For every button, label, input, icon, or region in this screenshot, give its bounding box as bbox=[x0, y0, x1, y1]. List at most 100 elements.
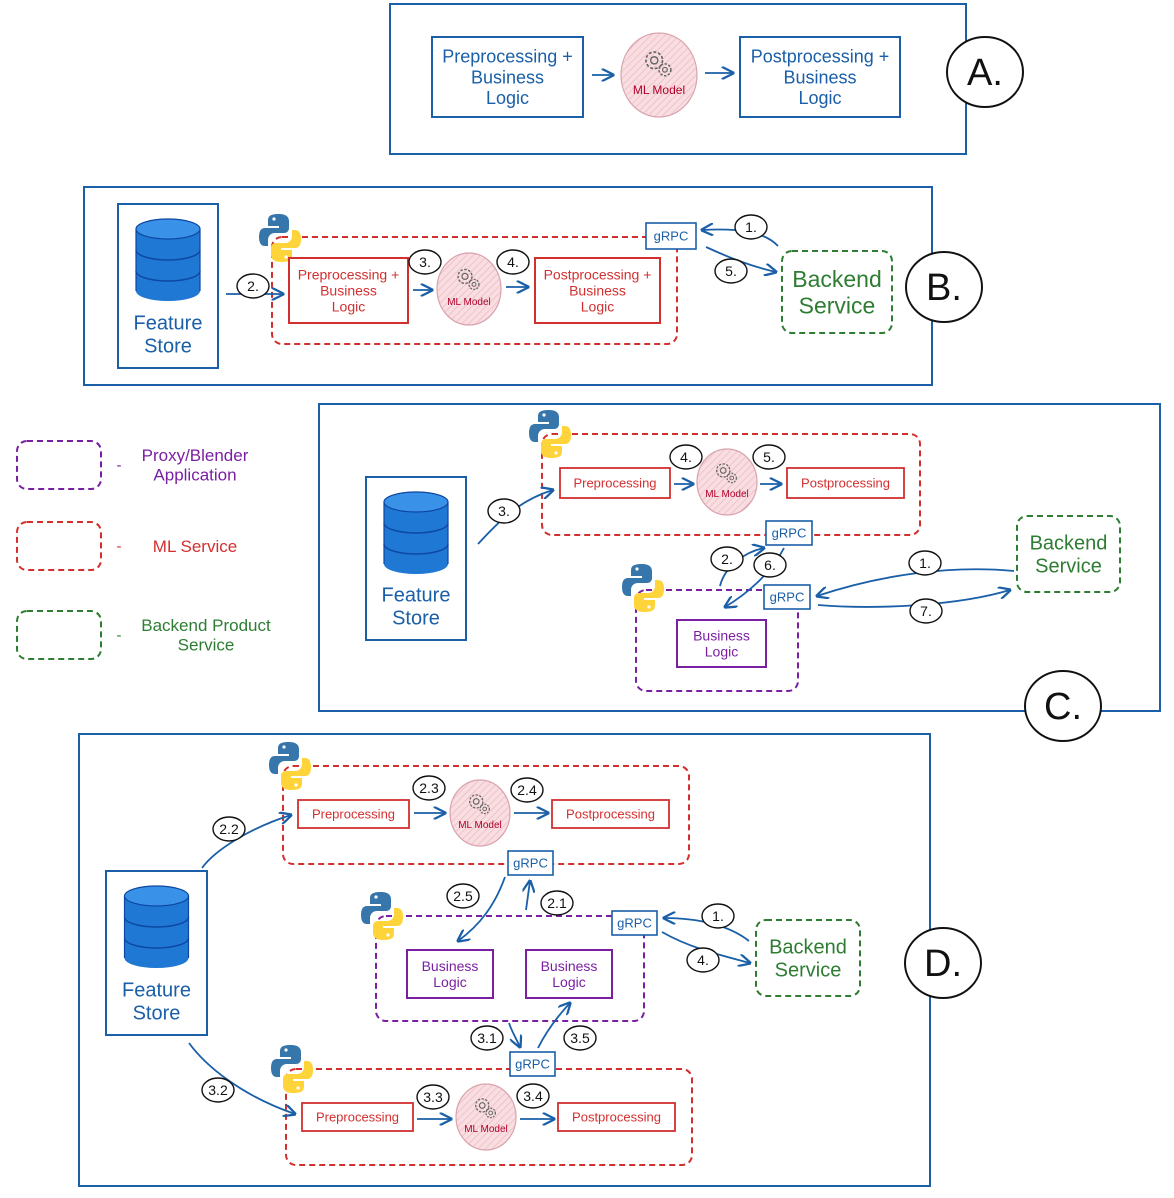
ml-model-circle bbox=[696, 448, 758, 516]
step-marker bbox=[701, 903, 735, 929]
grpc-box bbox=[611, 910, 658, 936]
grpc-label: gRPC bbox=[617, 916, 652, 931]
db-ring bbox=[383, 522, 449, 534]
step-label: 3. bbox=[498, 503, 510, 519]
step-marker bbox=[236, 273, 270, 299]
ml-model-label: ML Model bbox=[458, 820, 502, 831]
preprocessing-box bbox=[301, 1102, 414, 1132]
business-logic-box-label: Business bbox=[693, 627, 750, 643]
python-logo-icon bbox=[269, 742, 311, 790]
legend-backend-product-swatch bbox=[16, 610, 102, 660]
ml-service-container bbox=[271, 236, 678, 345]
ml-model: ML Model bbox=[620, 32, 698, 118]
panel-label-d bbox=[904, 927, 982, 999]
postprocessing-business-logic-box-label: Logic bbox=[581, 299, 614, 315]
step-marker bbox=[753, 552, 787, 578]
step-label: 3.4 bbox=[523, 1088, 543, 1104]
backend-service-label: Backend bbox=[1030, 533, 1108, 555]
step-label: 2. bbox=[247, 278, 259, 294]
preprocessing-business-logic-box bbox=[431, 36, 584, 118]
postprocessing-business-logic-box-label: Business bbox=[569, 282, 626, 298]
step-label: 2.2 bbox=[219, 821, 239, 837]
step-label: 5. bbox=[763, 449, 775, 465]
step-marker bbox=[908, 550, 942, 576]
business-logic-box-label: Business bbox=[541, 958, 598, 974]
step-label: 2. bbox=[721, 551, 733, 567]
step-label: 1. bbox=[919, 555, 931, 571]
feature-store-label: Feature bbox=[122, 980, 191, 1002]
db-ring bbox=[123, 916, 190, 928]
step-marker bbox=[714, 258, 748, 284]
preprocessing-box-label: Preprocessing bbox=[316, 1110, 399, 1125]
db-top bbox=[383, 491, 449, 513]
grpc-label: gRPC bbox=[513, 856, 548, 871]
ml-model-circle bbox=[436, 252, 502, 326]
business-logic-box bbox=[406, 949, 494, 999]
postprocessing-business-logic-box-label: Postprocessing + bbox=[751, 47, 890, 67]
backend-service-label: Backend bbox=[769, 937, 847, 959]
step-marker bbox=[540, 890, 574, 916]
ml-service-container bbox=[541, 433, 921, 536]
panel-label-c bbox=[1024, 670, 1102, 742]
preprocessing-box bbox=[297, 799, 410, 829]
legend-proxy-blender-label: Application bbox=[153, 466, 236, 485]
backend-service-label: Service bbox=[1035, 556, 1102, 578]
ml-model-label: ML Model bbox=[705, 489, 749, 500]
db-top bbox=[123, 885, 190, 907]
ml-model: ML Model bbox=[436, 252, 502, 326]
db-bottom bbox=[124, 948, 189, 968]
flow-arrow bbox=[526, 881, 530, 911]
db-bottom bbox=[136, 281, 200, 301]
preprocessing-business-logic-box-label: Business bbox=[471, 67, 544, 87]
feature-store-label: Feature bbox=[134, 313, 203, 335]
step-label: 3. bbox=[419, 254, 431, 270]
business-logic-box bbox=[676, 619, 767, 668]
step-marker bbox=[563, 1025, 597, 1051]
panel-label-c-text: C. bbox=[1044, 686, 1082, 728]
preprocessing-box bbox=[559, 467, 671, 499]
step-label: 3.3 bbox=[423, 1089, 443, 1105]
step-label: 5. bbox=[725, 263, 737, 279]
postprocessing-business-logic-box-label: Postprocessing + bbox=[544, 266, 652, 282]
db-ring bbox=[383, 543, 449, 555]
flow-arrow bbox=[537, 1003, 570, 1049]
backend-service bbox=[781, 250, 893, 334]
step-marker bbox=[510, 777, 544, 803]
db-ring bbox=[135, 249, 201, 261]
grpc-label: gRPC bbox=[515, 1057, 550, 1072]
preprocessing-business-logic-box-label: Business bbox=[320, 282, 377, 298]
preprocessing-business-logic-box-label: Preprocessing + bbox=[442, 47, 573, 67]
backend-service-label: Service bbox=[799, 292, 876, 318]
grpc-box bbox=[763, 584, 811, 610]
step-label: 4. bbox=[680, 449, 692, 465]
backend-service-label: Backend bbox=[792, 266, 882, 292]
step-label: 3.2 bbox=[208, 1082, 228, 1098]
flow-arrow bbox=[458, 876, 506, 941]
step-label: 2.1 bbox=[547, 895, 567, 911]
panel-c-frame bbox=[318, 403, 1161, 712]
ml-model-circle bbox=[449, 779, 511, 847]
step-label: 2.3 bbox=[419, 780, 439, 796]
step-label: 7. bbox=[920, 603, 932, 619]
step-marker bbox=[686, 947, 720, 973]
business-logic-box-label: Logic bbox=[433, 974, 466, 990]
ml-model-circle bbox=[620, 32, 698, 118]
feature-store-label: Store bbox=[392, 608, 440, 630]
step-marker bbox=[516, 1083, 550, 1109]
flow-arrow bbox=[188, 1042, 295, 1114]
grpc-label: gRPC bbox=[654, 229, 689, 244]
legend-ml-service-label: ML Service bbox=[153, 537, 237, 556]
db-top bbox=[135, 218, 201, 240]
preprocessing-business-logic-box-label: Logic bbox=[332, 299, 365, 315]
legend-backend-product-dash: - bbox=[117, 627, 122, 644]
database-icon bbox=[383, 491, 449, 574]
step-marker bbox=[752, 444, 786, 470]
flow-arrow bbox=[508, 1022, 520, 1047]
step-marker bbox=[412, 775, 446, 801]
panel-label-b bbox=[905, 251, 983, 323]
db-ring bbox=[123, 937, 190, 949]
step-label: 3.5 bbox=[570, 1030, 590, 1046]
